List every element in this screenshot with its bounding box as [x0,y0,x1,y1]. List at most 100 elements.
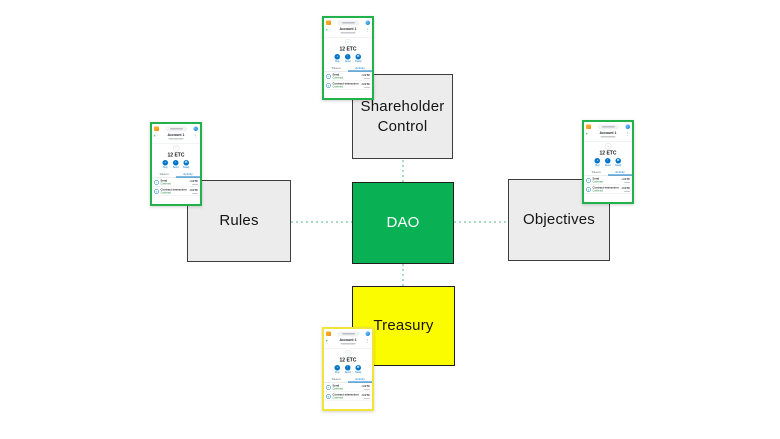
action-buttons: + Buy ↑ Send ⇄ Swap [324,365,372,374]
tx-label: Send [160,179,168,183]
account-avatar [625,124,630,129]
network-name-placeholder [341,22,355,24]
buy-button: + Buy [334,365,341,374]
tx-amount: -1 ETC [361,384,370,388]
send-button: ↑ Send [345,365,351,374]
swap-label: Swap [355,60,362,63]
tx-status: Confirmed [592,189,603,193]
tx-status: Confirmed [332,387,343,391]
swap-icon: ⇄ [355,365,361,371]
buy-icon: + [334,365,341,371]
tab-activity: Activity [348,66,372,72]
tab-tokens: Tokens [159,173,169,176]
tx-amount: -1 ETC [189,179,198,183]
activity-row: ↑ Send Confirmed -1 ETC [584,176,632,185]
connector-dao-rules [291,221,352,223]
connected-dot-icon [326,29,328,31]
action-buttons: + Buy ↑ Send ⇄ Swap [152,160,200,169]
node-treasury-label: Treasury [373,317,434,335]
tx-status: Confirmed [592,180,603,184]
buy-label: Buy [163,166,168,169]
account-name: Account 1 [339,27,357,32]
wallet-ui: Account 1 ⋮ ◇ 12 ETC + Buy ↑ Send ⇄ Swap… [152,124,200,204]
account-avatar [365,20,370,25]
kebab-menu-icon: ⋮ [193,133,199,139]
send-icon: ↑ [344,365,351,371]
wallet-screenshot-treasury: Account 1 ⋮ ◇ 12 ETC + Buy ↑ Send ⇄ Swap… [322,327,374,411]
send-label: Send [604,164,611,167]
send-label: Send [172,166,179,169]
network-selector-pill [597,124,620,130]
network-name-placeholder [169,128,183,130]
send-icon: ↑ [172,160,179,166]
tab-tokens: Tokens [331,378,341,381]
tx-status: Confirmed [160,191,171,195]
tx-amount: -1 ETC [361,73,370,77]
swap-icon: ⇄ [355,54,361,60]
tx-label: Contract interaction [160,188,187,192]
buy-icon: + [162,160,169,166]
buy-button: + Buy [334,54,341,63]
balance-section: ◇ 12 ETC [584,142,632,156]
wallet-screenshot-rules: Account 1 ⋮ ◇ 12 ETC + Buy ↑ Send ⇄ Swap… [150,122,202,206]
action-buttons: + Buy ↑ Send ⇄ Swap [584,158,632,167]
account-avatar [193,126,198,131]
swap-button: ⇄ Swap [183,160,189,169]
tx-status: Confirmed [332,85,343,89]
account-name: Account 1 [167,133,185,138]
kebab-menu-icon: ⋮ [365,27,371,33]
tab-activity: Activity [608,170,632,176]
connected-dot-icon [326,340,328,342]
tx-label: Contract interaction [332,82,359,86]
tx-fiat-placeholder [364,388,370,390]
wallet-header [324,329,372,338]
wallet-ui: Account 1 ⋮ ◇ 12 ETC + Buy ↑ Send ⇄ Swap… [324,18,372,98]
tx-amount: -1 ETC [621,177,630,181]
tab-activity: Activity [176,172,200,178]
send-tx-icon: ↑ [586,177,591,183]
send-button: ↑ Send [173,160,179,169]
metamask-fox-icon [326,331,331,336]
account-address-placeholder [340,343,356,345]
tx-fiat-placeholder [192,192,198,194]
send-tx-icon: ↑ [326,384,331,390]
divider [152,143,200,144]
activity-row: ≡ Contract interaction Confirmed -0 ETC [324,81,372,90]
tx-fiat-placeholder [364,77,370,79]
wallet-screenshot-shareholder: Account 1 ⋮ ◇ 12 ETC + Buy ↑ Send ⇄ Swap… [322,16,374,100]
tx-status: Confirmed [332,396,343,400]
node-objectives-label: Objectives [522,211,596,229]
node-shareholder-control-label: Shareholder Control [360,98,445,135]
token-logo-icon: ◇ [172,145,180,152]
tx-amount: -0 ETC [621,186,630,190]
buy-label: Buy [335,60,340,63]
swap-button: ⇄ Swap [355,365,361,374]
buy-button: + Buy [594,158,601,167]
buy-label: Buy [595,164,600,167]
wallet-screenshot-objectives: Account 1 ⋮ ◇ 12 ETC + Buy ↑ Send ⇄ Swap… [582,120,634,204]
contract-tx-icon: ≡ [326,393,331,399]
tx-fiat-placeholder [192,183,198,185]
node-rules-label: Rules [219,212,259,230]
buy-label: Buy [335,371,340,374]
activity-row: ↑ Send Confirmed -1 ETC [324,72,372,81]
account-avatar [365,331,370,336]
activity-row: ↑ Send Confirmed -1 ETC [152,178,200,187]
wallet-ui: Account 1 ⋮ ◇ 12 ETC + Buy ↑ Send ⇄ Swap… [324,329,372,409]
buy-icon: + [334,54,341,60]
buy-button: + Buy [162,160,169,169]
send-tx-icon: ↑ [154,179,159,185]
metamask-fox-icon [586,124,591,129]
account-address-placeholder [340,32,356,34]
balance-section: ◇ 12 ETC [324,349,372,363]
account-row: Account 1 ⋮ [152,133,200,144]
wallet-header [152,124,200,133]
divider [584,141,632,142]
network-name-placeholder [601,126,615,128]
send-button: ↑ Send [605,158,611,167]
tx-fiat-placeholder [624,190,630,192]
swap-label: Swap [183,166,190,169]
kebab-menu-icon: ⋮ [365,338,371,344]
tx-label: Contract interaction [592,186,619,190]
